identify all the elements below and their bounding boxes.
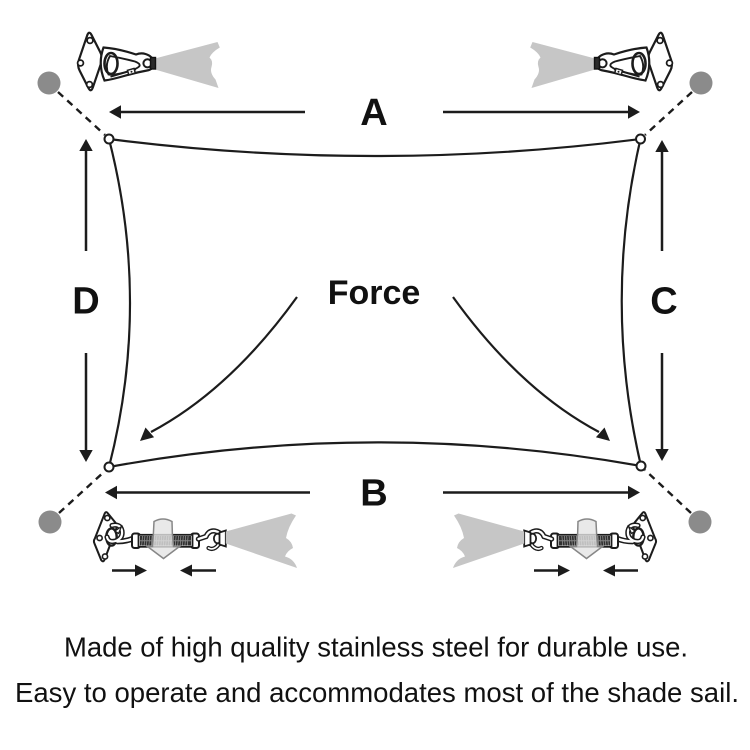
svg-text:A: A <box>360 92 387 134</box>
svg-text:C: C <box>650 281 677 323</box>
svg-text:Easy to operate and accommodat: Easy to operate and accommodates most of… <box>15 677 739 708</box>
svg-text:B: B <box>360 473 387 515</box>
svg-text:D: D <box>72 281 99 323</box>
svg-text:Force: Force <box>328 274 421 312</box>
svg-text:Made of high quality stainless: Made of high quality stainless steel for… <box>64 632 688 663</box>
